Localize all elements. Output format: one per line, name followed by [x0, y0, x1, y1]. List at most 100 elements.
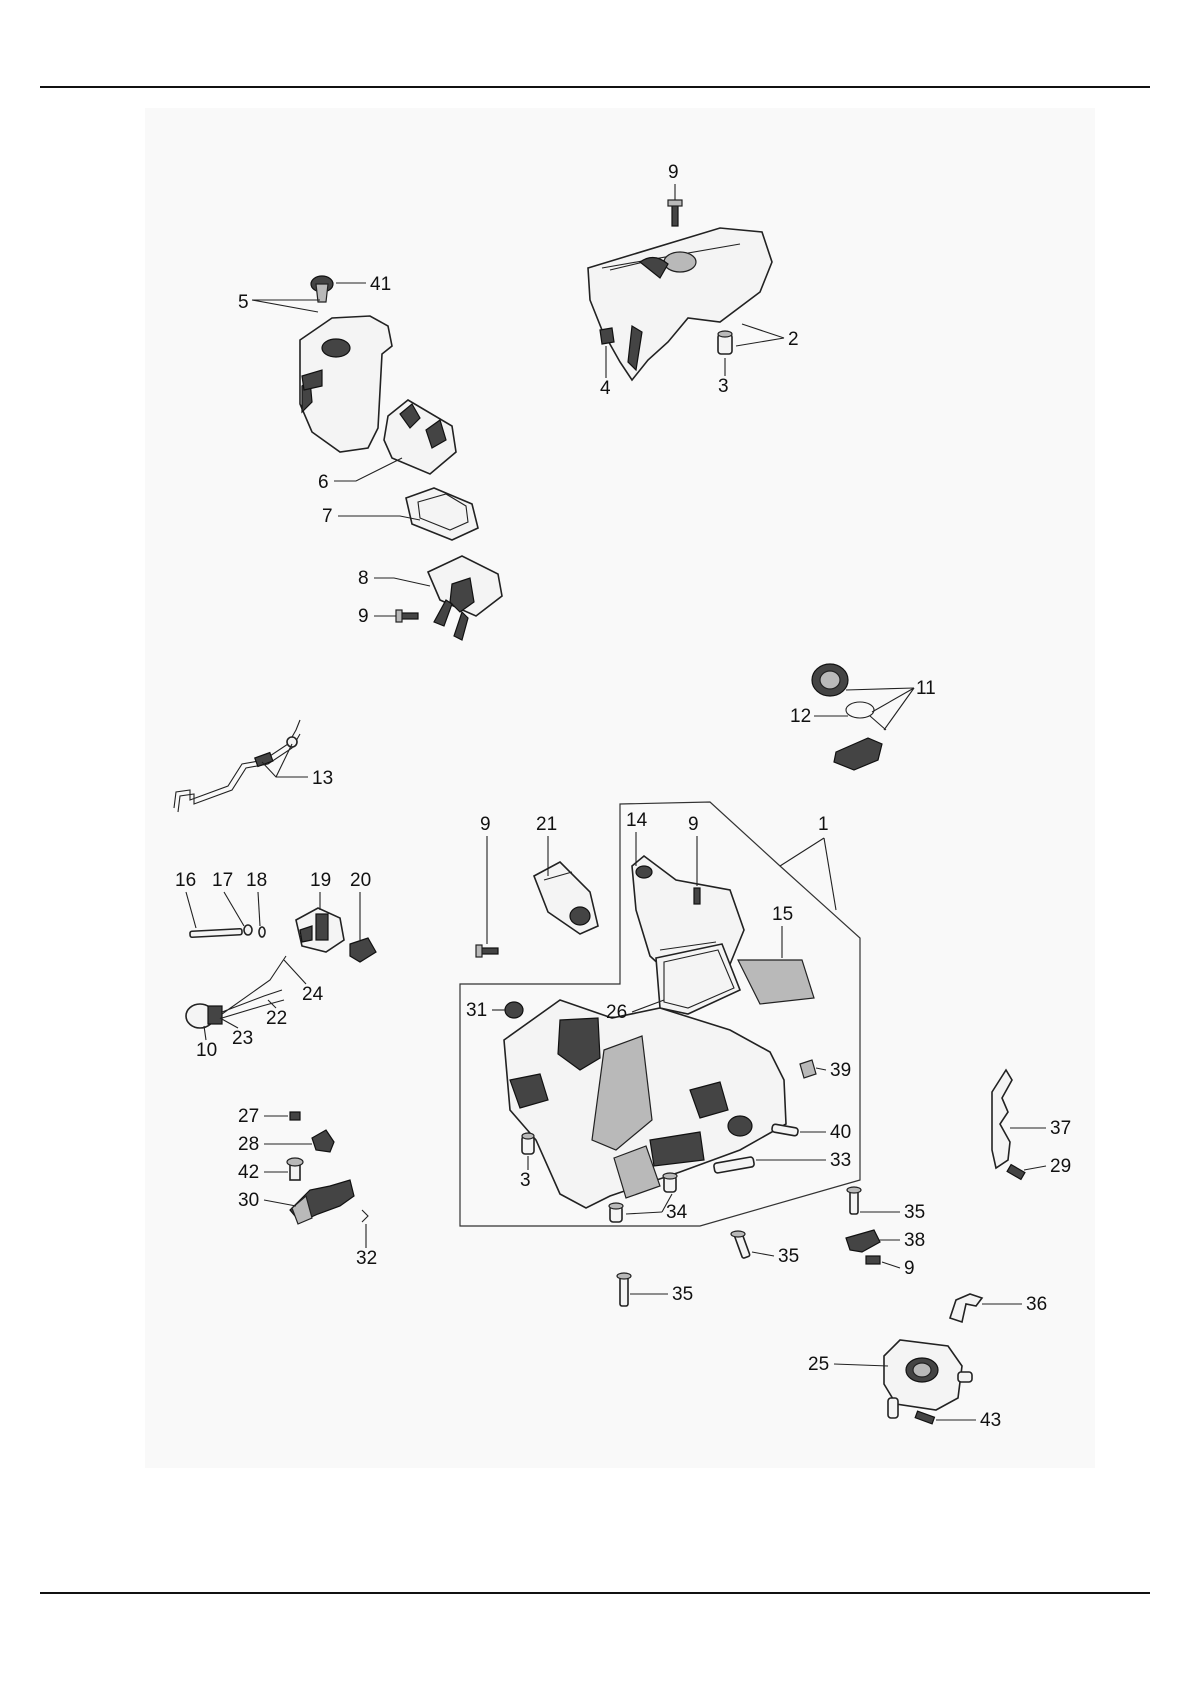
pad-part-15	[737, 959, 815, 1005]
washer-part-17	[243, 924, 253, 936]
callout-12: 12	[790, 706, 811, 727]
stud-part-16	[189, 927, 243, 939]
callout-23: 23	[232, 1028, 253, 1049]
bottom-rule	[40, 1592, 1150, 1594]
filter-gasket-part-7	[405, 487, 479, 541]
callout-37: 37	[1050, 1118, 1071, 1139]
callout-24: 24	[302, 984, 324, 1005]
gasket-part-26	[655, 943, 742, 1015]
callout-40: 40	[830, 1122, 851, 1143]
screw-part-9-filter	[395, 609, 419, 623]
bolt-part-35-lower	[616, 1272, 632, 1307]
callouts-oil-pump: 36 25 43	[808, 1294, 1047, 1431]
callout-3-top: 3	[718, 376, 729, 397]
callouts-starter: 11 12	[790, 678, 936, 731]
crankcase-group-frame	[459, 801, 861, 1227]
callout-30: 30	[238, 1190, 259, 1211]
callout-35-middle: 35	[778, 1246, 799, 1267]
callout-28: 28	[238, 1134, 259, 1155]
callout-11: 11	[916, 678, 936, 699]
top-rule	[40, 86, 1150, 88]
callouts-harness: 13	[261, 743, 333, 789]
callout-38: 38	[904, 1230, 925, 1251]
o-ring-part-18	[258, 926, 266, 938]
starter-part-11	[811, 663, 887, 771]
callout-9-bracket: 9	[480, 814, 491, 835]
callout-19: 19	[310, 870, 331, 891]
callout-17: 17	[212, 870, 233, 891]
callout-26: 26	[606, 1002, 627, 1023]
fuel-cap-part-41	[310, 275, 334, 303]
callout-33: 33	[830, 1150, 851, 1171]
callout-42: 42	[238, 1162, 259, 1183]
callouts-plate: 37 29	[1010, 1118, 1071, 1177]
plate-part-37	[991, 1068, 1013, 1170]
callouts-throttle: 27 28 42 30 32	[238, 1106, 377, 1269]
callout-35-lower: 35	[672, 1284, 693, 1305]
callout-15: 15	[772, 904, 793, 925]
oil-pump-part-25	[883, 1339, 973, 1419]
callout-6: 6	[318, 472, 329, 493]
bolt-part-35-upper	[846, 1186, 862, 1215]
callout-14: 14	[626, 810, 648, 831]
callout-43: 43	[980, 1410, 1001, 1431]
callouts-tank: 41 5 6 7 8 9	[238, 274, 431, 627]
screw-part-27	[289, 1111, 301, 1121]
callout-7: 7	[322, 506, 333, 527]
callout-3-case: 3	[520, 1170, 531, 1191]
callout-9-lever: 9	[904, 1258, 915, 1279]
callout-5: 5	[238, 292, 249, 313]
screw-part-9-top	[667, 199, 683, 227]
adapter-part-20	[349, 937, 377, 963]
callout-16: 16	[175, 870, 196, 891]
sleeve-part-3-case	[521, 1132, 535, 1155]
callout-35-upper: 35	[904, 1202, 925, 1223]
callouts-carb: 16 17 18 19 20 24 22 23 10	[175, 870, 371, 1061]
filter-cover-part-6	[383, 399, 457, 475]
filter-base-part-8	[426, 555, 503, 641]
callout-25: 25	[808, 1354, 829, 1375]
callout-20: 20	[350, 870, 371, 891]
callout-8: 8	[358, 568, 369, 589]
screw-part-9-bracket	[475, 944, 499, 958]
hose-part-36	[948, 1293, 984, 1324]
callout-27: 27	[238, 1106, 259, 1127]
callout-36: 36	[1026, 1294, 1047, 1315]
callout-13: 13	[312, 768, 333, 789]
callout-29: 29	[1050, 1156, 1071, 1177]
bolt-part-33	[713, 1156, 755, 1174]
tank-housing-part-5	[299, 315, 393, 453]
spring-part-32	[361, 1209, 369, 1223]
callout-41: 41	[370, 274, 391, 295]
callout-4: 4	[600, 378, 611, 399]
lever-part-28	[311, 1129, 335, 1153]
callout-18: 18	[246, 870, 267, 891]
bolt-part-40	[771, 1123, 799, 1137]
top-cover-part-2	[587, 227, 773, 382]
callout-22: 22	[266, 1008, 287, 1029]
dampers-part-34	[608, 1172, 678, 1223]
bolt-part-35-middle	[730, 1230, 751, 1259]
callout-39: 39	[830, 1060, 851, 1081]
callout-9-top: 9	[668, 162, 679, 183]
callouts-crankcase: 1 9 21 14 9 15 26 31 39 40 33 3 34	[466, 810, 851, 1223]
nut-part-4	[599, 327, 615, 345]
wire-harness-part-13	[173, 719, 301, 813]
lever-part-38	[845, 1229, 881, 1253]
callouts-top-cover: 9 2 3 4	[600, 162, 799, 399]
callout-1: 1	[818, 814, 829, 835]
screw-part-9-lever	[865, 1255, 881, 1265]
callout-34: 34	[666, 1202, 688, 1223]
callout-9-filter: 9	[358, 606, 369, 627]
handle-bracket-part-21	[532, 861, 599, 935]
carburetor-part-19	[295, 907, 345, 953]
screw-part-29	[1006, 1163, 1026, 1181]
screw-part-9-airbox	[693, 887, 701, 905]
bushing-part-31	[504, 1001, 524, 1019]
callouts-bolts: 35 38 9 35 35	[630, 1202, 925, 1305]
sleeve-part-3-top	[717, 330, 733, 355]
callout-2: 2	[788, 329, 799, 350]
crankcase-part-1	[503, 999, 787, 1209]
callout-10: 10	[196, 1040, 217, 1061]
